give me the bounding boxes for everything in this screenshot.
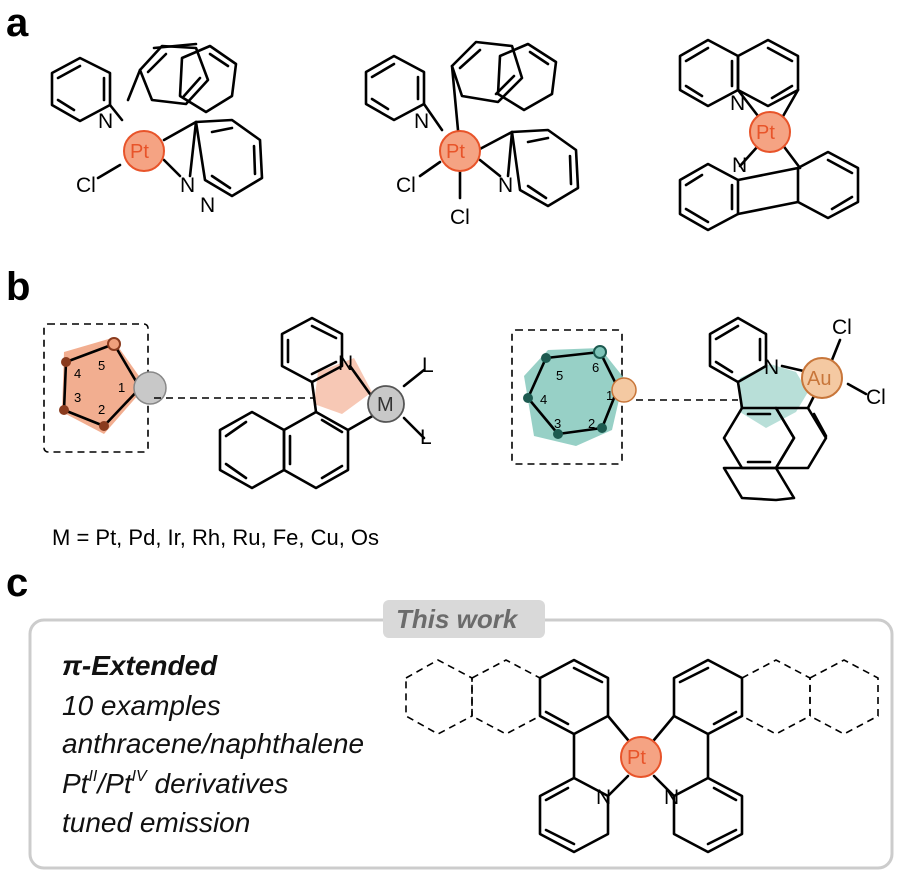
nitrogen-atom: N (414, 110, 429, 133)
nitrogen-atom: N (596, 786, 611, 809)
chlorine-atom: Cl (396, 174, 416, 197)
arene-ring (538, 658, 610, 736)
ring-atom (59, 405, 69, 415)
chlorine-atom: Cl (866, 386, 886, 409)
ring-number: 2 (98, 402, 105, 417)
nitrogen-atom: N (180, 174, 195, 197)
complex-a3: N N Pt (678, 38, 860, 232)
platinum-label: Pt (756, 122, 775, 144)
ring-atom (553, 429, 563, 439)
complex-a2: N N Cl Cl Pt (364, 40, 580, 229)
phenyl-ring (796, 150, 860, 220)
metal-label: M (377, 394, 394, 416)
nitrogen-atom: N (338, 352, 353, 375)
nitrogen-atom: N (732, 154, 747, 177)
this-work-line: anthracene/naphthalene (62, 728, 364, 759)
this-work-badge (383, 600, 545, 638)
metal-node (367, 385, 405, 423)
pyridine-ring (678, 162, 740, 232)
gold-center (801, 357, 843, 399)
phenyl-ring-back (496, 42, 558, 112)
dashed-ring (809, 659, 879, 735)
ring-number: 4 (540, 392, 547, 407)
metal-node (611, 377, 637, 403)
ring-highlight (740, 364, 808, 428)
phenyl-ring (736, 38, 800, 108)
pyridine-ring (280, 316, 344, 384)
dashed-ring (405, 659, 473, 735)
ring-atom (597, 423, 607, 433)
this-work-title: π-Extended (62, 650, 218, 681)
ring-number: 5 (98, 358, 105, 373)
ring-number: 5 (556, 368, 563, 383)
ring-atom (99, 421, 109, 431)
naphthyl-ring (282, 410, 350, 490)
pyridine-ring (194, 118, 264, 198)
ring-number: 3 (74, 390, 81, 405)
ring-number: 6 (592, 360, 599, 375)
ring-atom (541, 353, 551, 363)
gold-complex: N Au Cl Cl (708, 316, 886, 502)
platinum-label: Pt (627, 747, 646, 769)
ring-number: 1 (606, 388, 613, 403)
gold-label: Au (807, 368, 831, 390)
chlorine-atom: Cl (450, 206, 470, 229)
panel-label-a: a (6, 1, 29, 45)
dashed-ring (471, 659, 541, 735)
phenyl-ring (138, 44, 210, 106)
metal-node (133, 371, 167, 405)
pyridine-ring (672, 776, 744, 854)
nitrogen-atom: N (200, 194, 215, 217)
phenyl-ring (450, 40, 524, 104)
chlorine-atom: Cl (832, 316, 852, 339)
phenyl-ring-back (178, 44, 238, 114)
platinum-center (123, 130, 165, 172)
platinum-center (749, 111, 791, 153)
platinum-label: Pt (130, 141, 149, 163)
ligand-label: L (422, 354, 434, 377)
chlorine-atom: Cl (76, 174, 96, 197)
dashed-ring (741, 659, 811, 735)
panel-label-c: c (6, 561, 28, 605)
ring-atom (593, 345, 607, 359)
oxidation-state-line: PtII/PtIV derivatives (62, 768, 288, 799)
ring-atom (107, 337, 121, 351)
metallacycle-six-inset: 5 6 4 3 2 1 (511, 329, 637, 465)
pyridine-ring (708, 316, 768, 384)
platinum-label: Pt (446, 141, 465, 163)
ligand-label: L (420, 426, 432, 449)
nitrogen-atom: N (730, 92, 745, 115)
ring-number: 4 (74, 366, 81, 381)
pyridine-ring (510, 128, 580, 208)
ring-atom (523, 393, 533, 403)
ring-number: 3 (554, 416, 561, 431)
benzoquinoline-complex: N M L L (218, 316, 434, 490)
nitrogen-atom: N (764, 356, 779, 379)
nitrogen-atom: N (98, 110, 113, 133)
platinum-center (439, 130, 481, 172)
ring-number: 1 (118, 380, 125, 395)
metal-list: M = Pt, Pd, Ir, Rh, Ru, Fe, Cu, Os (52, 525, 379, 550)
arene-ring (672, 658, 744, 736)
nitrogen-atom: N (498, 174, 513, 197)
ring-atom (61, 357, 71, 367)
complex-a1: N N N Cl Pt (50, 42, 264, 217)
ring-number: 2 (588, 416, 595, 431)
this-work-badge-label: This work (396, 604, 519, 634)
panel-label-b: b (6, 265, 30, 309)
naphthyl-ring (218, 410, 286, 490)
nitrogen-atom: N (664, 786, 679, 809)
platinum-center (620, 736, 662, 778)
pi-extended-complex: N N Pt (405, 658, 879, 854)
metallacycle-five-inset: 5 4 3 2 1 (43, 323, 167, 453)
this-work-line: tuned emission (62, 807, 250, 838)
this-work-line: 10 examples (62, 690, 221, 721)
